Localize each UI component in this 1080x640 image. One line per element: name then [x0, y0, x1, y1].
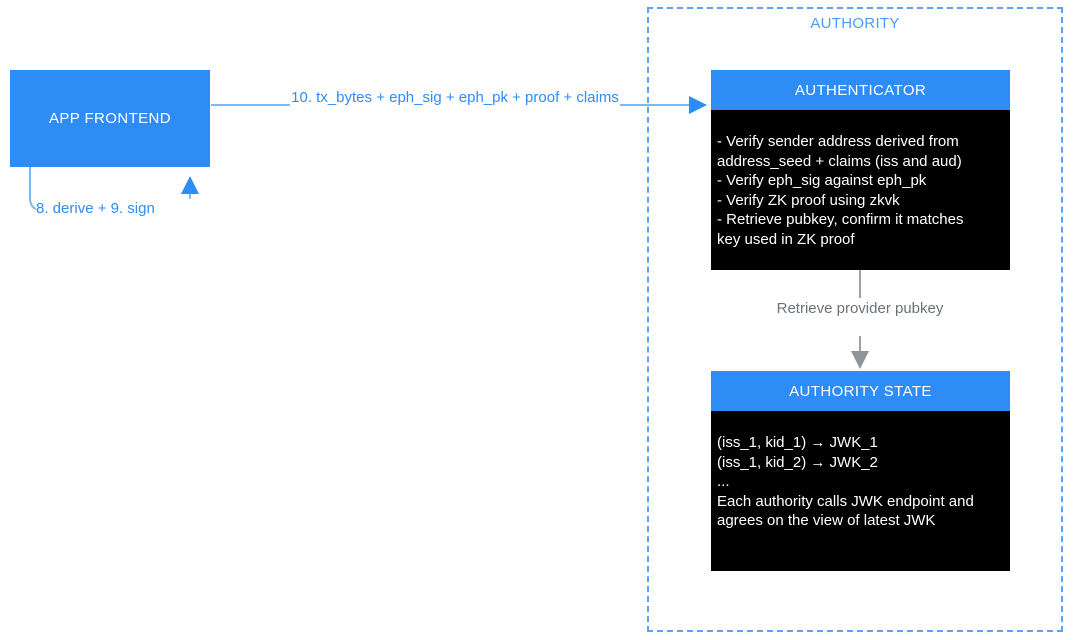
node-authenticator-body: - Verify sender address derived from add…	[711, 110, 1010, 270]
edge-label-tx: 10. tx_bytes + eph_sig + eph_pk + proof …	[290, 88, 620, 108]
node-authority-state-body: (iss_1, kid_1) → JWK_1 (iss_1, kid_2) → …	[711, 411, 1010, 571]
authority-group-boundary	[647, 7, 1063, 632]
node-app-frontend[interactable]: APP FRONTEND	[10, 70, 210, 167]
edge-label-derive-sign: 8. derive + 9. sign	[36, 199, 196, 219]
node-authenticator-header: AUTHENTICATOR	[711, 70, 1010, 110]
node-authenticator[interactable]: AUTHENTICATOR - Verify sender address de…	[711, 70, 1010, 270]
node-authority-state-header: AUTHORITY STATE	[711, 371, 1010, 411]
edge-label-retrieve: Retrieve provider pubkey	[770, 299, 950, 319]
node-app-frontend-label: APP FRONTEND	[48, 110, 172, 127]
authority-group-label: AUTHORITY	[810, 15, 900, 32]
node-authority-state[interactable]: AUTHORITY STATE (iss_1, kid_1) → JWK_1 (…	[711, 371, 1010, 571]
